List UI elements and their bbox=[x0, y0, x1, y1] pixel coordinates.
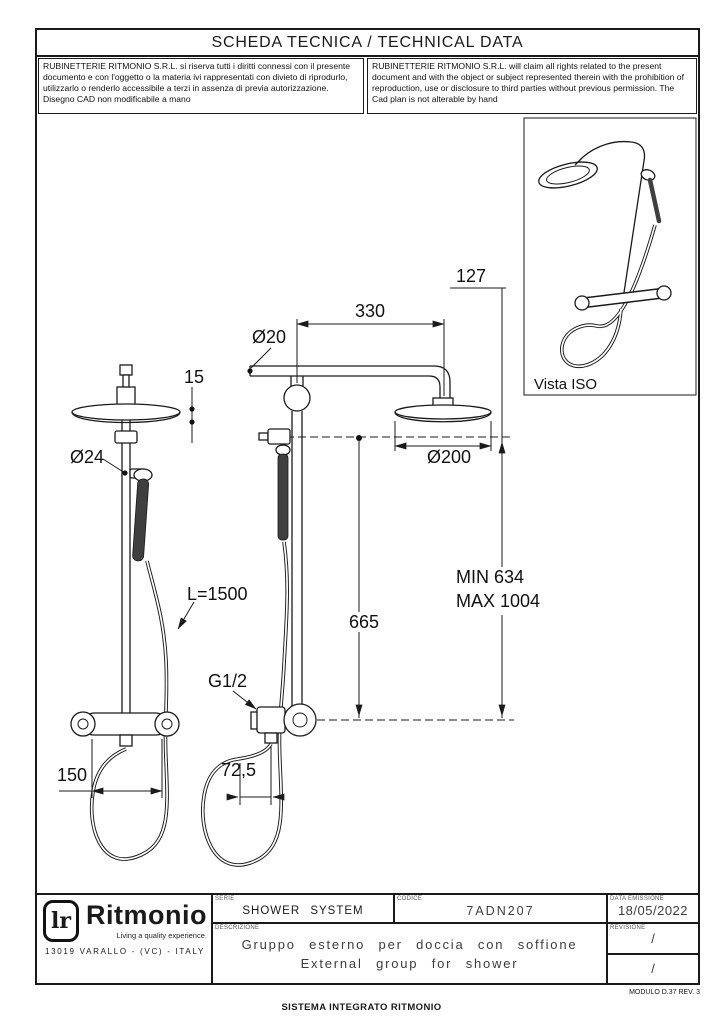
title-block: lr Ritmonio Living a quality experience.… bbox=[37, 893, 698, 983]
dim-dia200: Ø200 bbox=[427, 447, 471, 467]
dim-thread: G1/2 bbox=[208, 671, 247, 691]
field-serie: SERIE SHOWER SYSTEM bbox=[213, 895, 395, 922]
revision-value-1: / bbox=[651, 930, 655, 946]
disclaimer-english: RUBINETTERIE RITMONIO S.R.L. will claim … bbox=[367, 58, 697, 114]
field-descrizione: DESCRIZIONE Gruppo esterno per doccia co… bbox=[213, 924, 608, 983]
dim-dia20: Ø20 bbox=[252, 327, 286, 347]
field-descrizione-label: DESCRIZIONE bbox=[215, 925, 260, 931]
dim-hose-length: L=1500 bbox=[187, 584, 248, 604]
drawing-area: 127 330 Ø20 15 Ø24 Ø200 MIN 634 MAX 1004… bbox=[37, 115, 698, 893]
disclaimer-italian: RUBINETTERIE RITMONIO S.R.L. si riserva … bbox=[38, 58, 364, 114]
dim-max: MAX 1004 bbox=[456, 591, 540, 611]
dim-72-5: 72,5 bbox=[221, 760, 256, 780]
field-data-emissione-label: DATA EMISSIONE bbox=[610, 896, 664, 902]
iso-view-label: Vista ISO bbox=[534, 376, 597, 393]
drawing-frame: SCHEDA TECNICA / TECHNICAL DATA RUBINETT… bbox=[35, 28, 700, 985]
field-codice: CODICE 7ADN207 bbox=[395, 895, 608, 922]
brand-name: Ritmonio bbox=[86, 900, 207, 930]
system-note: SISTEMA INTEGRATO RITMONIO bbox=[281, 1002, 442, 1013]
iso-view bbox=[523, 117, 697, 396]
technical-drawing: 127 330 Ø20 15 Ø24 Ø200 MIN 634 MAX 1004… bbox=[57, 117, 697, 867]
title-block-fields: SERIE SHOWER SYSTEM CODICE 7ADN207 DATA … bbox=[213, 895, 698, 983]
title-bar: SCHEDA TECNICA / TECHNICAL DATA bbox=[37, 30, 698, 57]
field-data-emissione-value: 18/05/2022 bbox=[617, 903, 689, 918]
brand-address: 13019 VARALLO - (VC) - ITALY bbox=[44, 947, 206, 956]
revision-row-1: REVISIONE / bbox=[608, 924, 698, 955]
field-codice-value: 7ADN207 bbox=[466, 903, 535, 918]
logo-mark-letters: lr bbox=[51, 908, 71, 934]
description-italian: Gruppo esterno per doccia con soffione bbox=[241, 936, 578, 952]
field-serie-value: SHOWER SYSTEM bbox=[242, 904, 364, 917]
field-revisione: REVISIONE / / bbox=[608, 924, 698, 983]
field-data-emissione: DATA EMISSIONE 18/05/2022 bbox=[608, 895, 698, 922]
dim-dia24: Ø24 bbox=[70, 447, 104, 467]
field-revisione-label: REVISIONE bbox=[610, 925, 646, 931]
dim-665: 665 bbox=[349, 612, 379, 632]
brand-tagline: Living a quality experience. bbox=[116, 931, 207, 940]
revision-row-2: / bbox=[608, 955, 698, 984]
dim-15: 15 bbox=[184, 367, 204, 387]
field-serie-label: SERIE bbox=[215, 896, 235, 902]
dim-127: 127 bbox=[456, 266, 486, 286]
dim-150: 150 bbox=[57, 765, 87, 785]
page-title: SCHEDA TECNICA / TECHNICAL DATA bbox=[211, 33, 524, 51]
module-note: MODULO D.37 REV. 3 bbox=[629, 989, 700, 996]
ritmonio-logo-icon: lr bbox=[43, 900, 80, 942]
brand-logo: lr Ritmonio Living a quality experience.… bbox=[37, 895, 213, 983]
description-english: External group for shower bbox=[300, 955, 519, 971]
front-view bbox=[59, 364, 195, 861]
revision-value-2: / bbox=[651, 961, 655, 977]
side-view bbox=[201, 287, 514, 867]
disclaimer-row: RUBINETTERIE RITMONIO S.R.L. si riserva … bbox=[37, 57, 698, 115]
dim-330: 330 bbox=[355, 301, 385, 321]
dim-min: MIN 634 bbox=[456, 567, 524, 587]
field-codice-label: CODICE bbox=[397, 896, 423, 902]
